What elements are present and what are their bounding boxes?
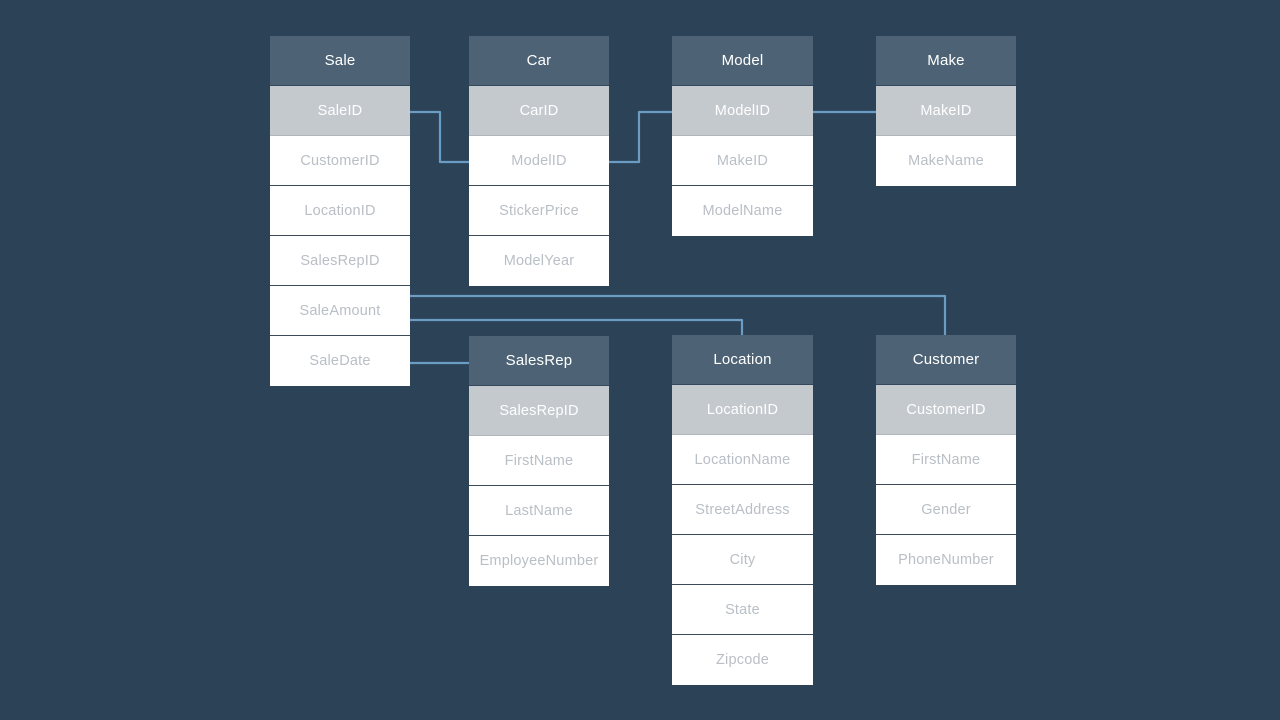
connector-3 — [408, 294, 947, 337]
connector-4 — [408, 318, 744, 337]
field-phonenumber[interactable]: PhoneNumber — [876, 535, 1016, 585]
field-makeid[interactable]: MakeID — [876, 86, 1016, 136]
field-locationid[interactable]: LocationID — [672, 385, 813, 435]
field-city[interactable]: City — [672, 535, 813, 585]
field-stickerprice[interactable]: StickerPrice — [469, 186, 609, 236]
entity-title-make: Make — [876, 36, 1016, 86]
field-lastname[interactable]: LastName — [469, 486, 609, 536]
field-customerid[interactable]: CustomerID — [876, 385, 1016, 435]
field-carid[interactable]: CarID — [469, 86, 609, 136]
field-locationid[interactable]: LocationID — [270, 186, 410, 236]
field-modelid[interactable]: ModelID — [469, 136, 609, 186]
field-streetaddress[interactable]: StreetAddress — [672, 485, 813, 535]
connector-1 — [607, 110, 674, 164]
field-salesrepid[interactable]: SalesRepID — [469, 386, 609, 436]
field-modelyear[interactable]: ModelYear — [469, 236, 609, 286]
field-firstname[interactable]: FirstName — [469, 436, 609, 486]
field-state[interactable]: State — [672, 585, 813, 635]
entity-title-model: Model — [672, 36, 813, 86]
entity-title-location: Location — [672, 335, 813, 385]
entity-title-salesrep: SalesRep — [469, 336, 609, 386]
entity-title-car: Car — [469, 36, 609, 86]
field-locationname[interactable]: LocationName — [672, 435, 813, 485]
field-employeenumber[interactable]: EmployeeNumber — [469, 536, 609, 586]
field-saledate[interactable]: SaleDate — [270, 336, 410, 386]
field-gender[interactable]: Gender — [876, 485, 1016, 535]
field-makename[interactable]: MakeName — [876, 136, 1016, 186]
field-firstname[interactable]: FirstName — [876, 435, 1016, 485]
field-saleid[interactable]: SaleID — [270, 86, 410, 136]
connector-0 — [408, 110, 471, 164]
field-salesrepid[interactable]: SalesRepID — [270, 236, 410, 286]
field-customerid[interactable]: CustomerID — [270, 136, 410, 186]
field-saleamount[interactable]: SaleAmount — [270, 286, 410, 336]
field-modelid[interactable]: ModelID — [672, 86, 813, 136]
entity-title-customer: Customer — [876, 335, 1016, 385]
field-modelname[interactable]: ModelName — [672, 186, 813, 236]
field-zipcode[interactable]: Zipcode — [672, 635, 813, 685]
field-makeid[interactable]: MakeID — [672, 136, 813, 186]
entity-title-sale: Sale — [270, 36, 410, 86]
